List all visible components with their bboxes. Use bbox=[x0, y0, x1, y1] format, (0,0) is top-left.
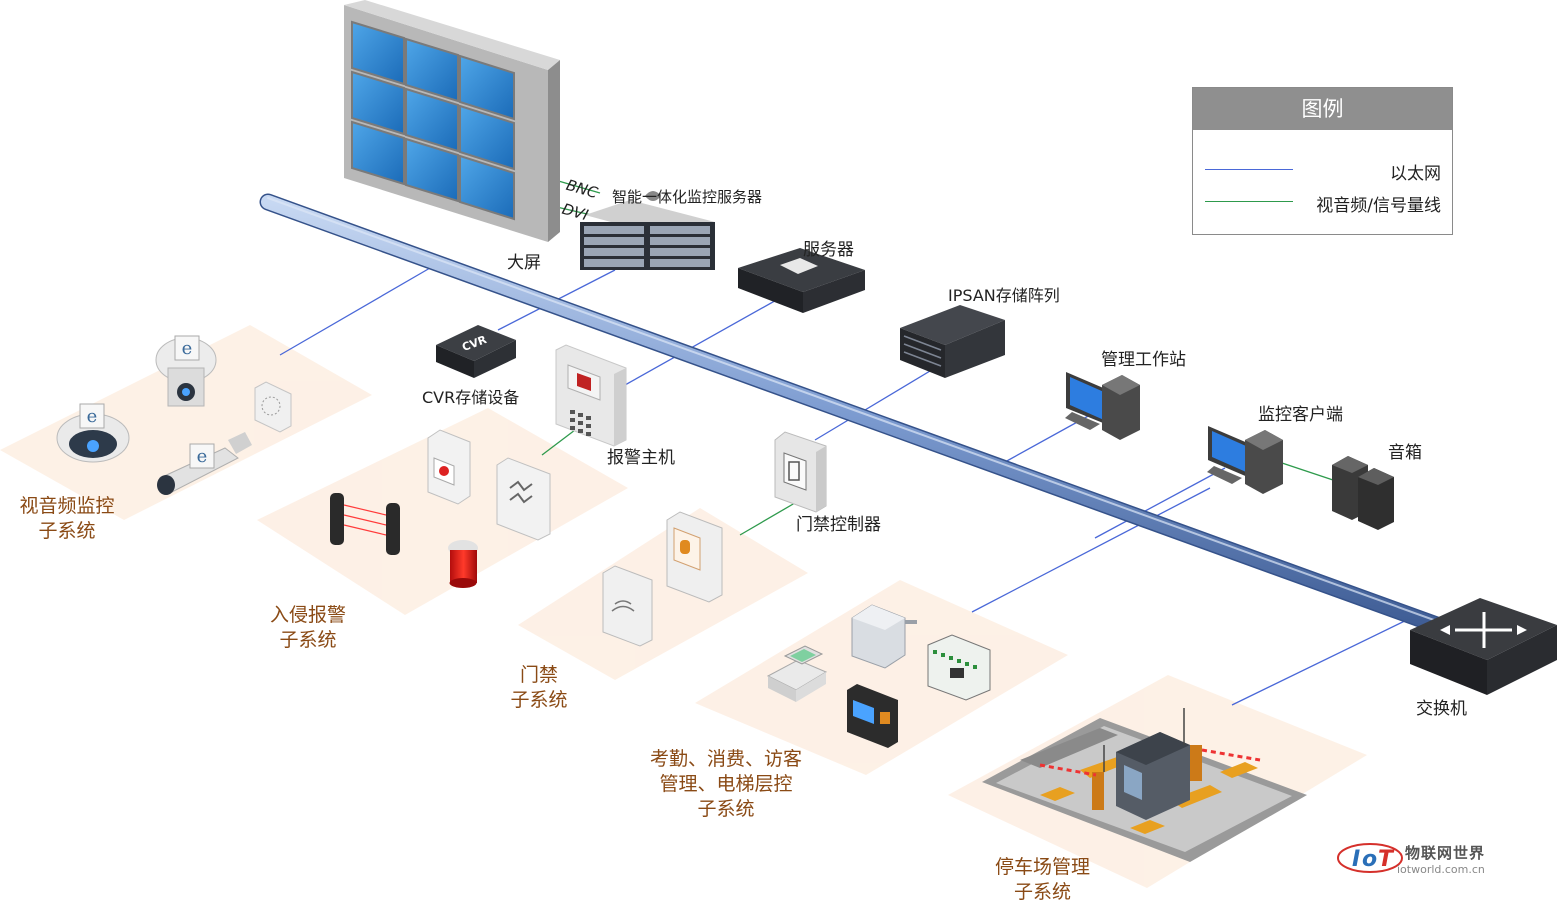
access-subsystem-label: 门禁 子系统 bbox=[510, 664, 568, 711]
parking-lot-scene bbox=[982, 708, 1307, 862]
door-controller-label: 门禁控制器 bbox=[796, 515, 881, 535]
watermark: 物联网世界 iotworld.com.cn bbox=[1337, 836, 1507, 880]
speaker-label: 音箱 bbox=[1388, 443, 1422, 463]
card-reader-icon bbox=[602, 565, 653, 647]
fingerprint-reader-icon bbox=[666, 511, 723, 603]
legend-ethernet-label: 以太网 bbox=[1390, 164, 1441, 184]
zone-access bbox=[518, 508, 808, 680]
alarm-host-label: 报警主机 bbox=[607, 448, 675, 468]
legend-title: 图例 bbox=[1193, 88, 1452, 130]
big-screen-label: 大屏 bbox=[507, 253, 541, 273]
legend-signal: 视音频/信号量线 bbox=[1205, 191, 1441, 216]
smart-server-icon bbox=[580, 191, 715, 270]
pickup-microphone-icon bbox=[254, 381, 292, 433]
turnstile-icon bbox=[851, 604, 917, 669]
zone-video bbox=[0, 325, 372, 520]
ipsan-storage-icon bbox=[900, 305, 1005, 378]
svg-text:e: e bbox=[182, 338, 193, 359]
video-subsystem-label: 视音频监控 子系统 bbox=[19, 495, 115, 542]
bullet-camera-icon: e bbox=[157, 432, 252, 495]
speaker-icon bbox=[1332, 456, 1394, 530]
ethernet-lines bbox=[279, 267, 1416, 706]
svg-text:e: e bbox=[87, 406, 98, 427]
svg-text:e: e bbox=[197, 446, 208, 467]
ipsan-label: IPSAN存储阵列 bbox=[948, 286, 1060, 305]
switch-icon bbox=[1410, 598, 1557, 695]
svg-text:o: o bbox=[1362, 847, 1377, 872]
door-controller-icon bbox=[774, 431, 827, 513]
zone-attendance bbox=[695, 580, 1068, 775]
control-board-icon bbox=[927, 634, 991, 701]
watermark-url: iotworld.com.cn bbox=[1397, 863, 1485, 876]
server-icon bbox=[738, 248, 865, 313]
workstation-label: 管理工作站 bbox=[1101, 350, 1186, 370]
zone-intrusion bbox=[257, 408, 628, 615]
attendance-terminal-icon bbox=[847, 684, 898, 748]
cvr-label: CVR存储设备 bbox=[422, 388, 520, 407]
attendance-subsystem-label: 考勤、消费、访客 管理、电梯层控 子系统 bbox=[649, 748, 802, 820]
beam-detector-icon bbox=[330, 493, 400, 555]
svg-text:T: T bbox=[1378, 847, 1395, 872]
iot-logo-icon: I o T bbox=[1337, 843, 1403, 873]
parking-subsystem-label: 停车场管理 子系统 bbox=[994, 856, 1090, 903]
glass-break-detector-icon bbox=[496, 457, 551, 541]
alarm-host-icon bbox=[555, 344, 627, 447]
cvr-storage-icon bbox=[436, 325, 516, 378]
legend: 图例 以太网 视音频/信号量线 bbox=[1192, 87, 1453, 235]
ethernet-line-swatch bbox=[1205, 169, 1293, 170]
signal-line-swatch bbox=[1205, 201, 1293, 202]
server-label: 服务器 bbox=[803, 240, 854, 260]
legend-ethernet: 以太网 bbox=[1205, 159, 1441, 184]
legend-signal-label: 视音频/信号量线 bbox=[1316, 196, 1441, 216]
watermark-name: 物联网世界 bbox=[1405, 844, 1486, 862]
svg-text:I: I bbox=[1352, 847, 1360, 872]
ptz-camera-icon: e bbox=[155, 335, 217, 407]
pir-detector-icon bbox=[427, 429, 471, 505]
workstation-icon bbox=[1065, 372, 1140, 440]
video-wall-icon bbox=[344, 0, 560, 242]
alarm-siren-icon bbox=[448, 540, 478, 588]
switch-label: 交换机 bbox=[1416, 699, 1467, 719]
ethernet-backbone bbox=[259, 193, 1454, 637]
intrusion-subsystem-label: 入侵报警 子系统 bbox=[269, 604, 346, 651]
pos-terminal-icon bbox=[766, 645, 828, 702]
client-label: 监控客户端 bbox=[1258, 405, 1343, 425]
client-workstation-icon bbox=[1207, 426, 1283, 494]
smart-server-label: 智能一体化监控服务器 bbox=[612, 188, 763, 206]
dome-camera-icon: e bbox=[56, 403, 130, 463]
